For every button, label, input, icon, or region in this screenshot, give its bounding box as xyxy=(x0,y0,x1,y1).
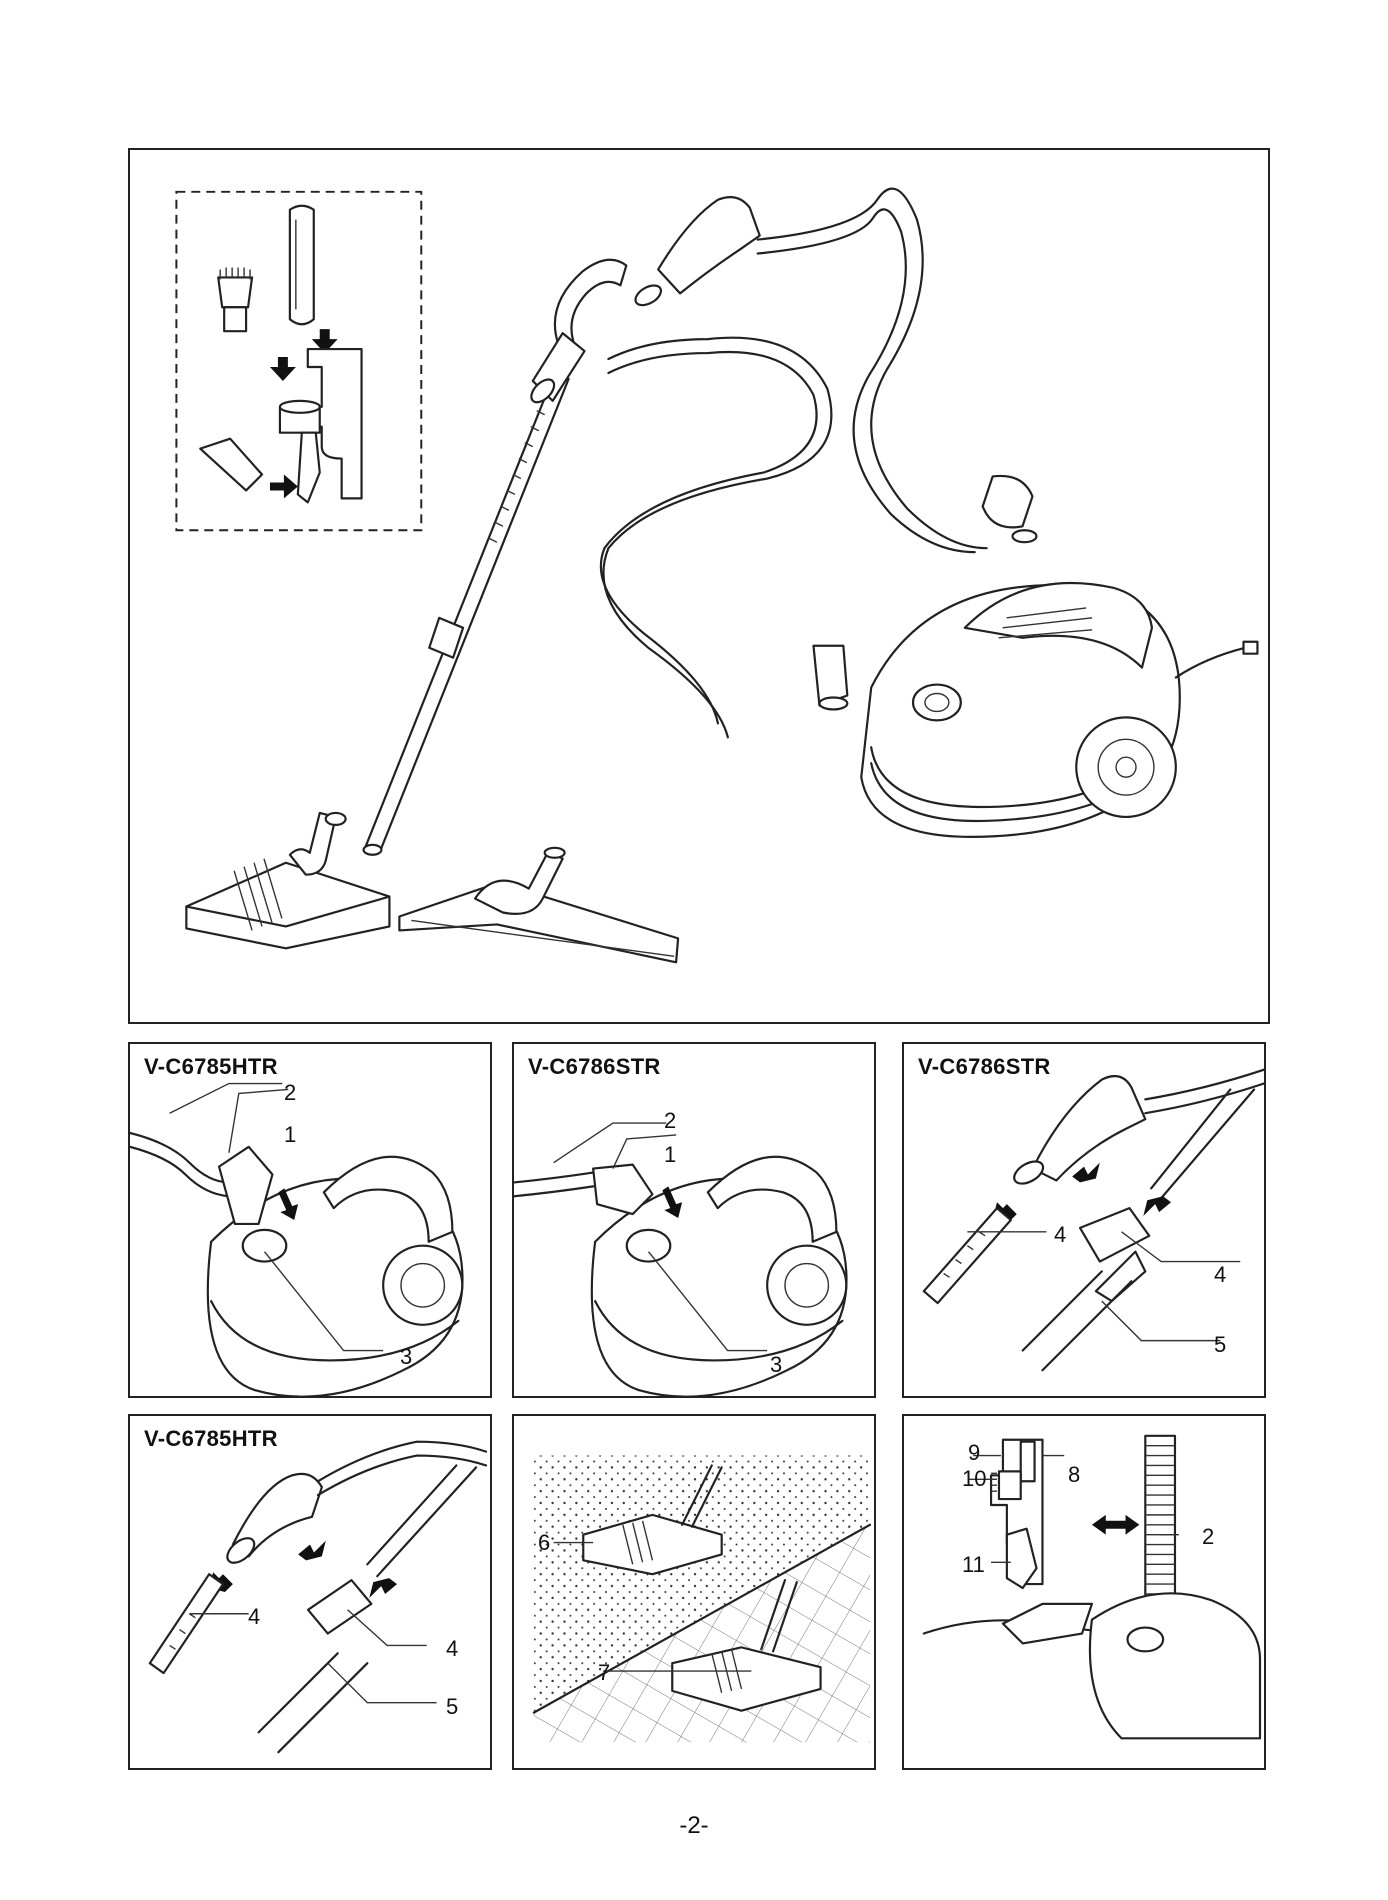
callout-number: 10 xyxy=(962,1468,986,1490)
panel-accessory-holder: 9 10 8 11 2 xyxy=(902,1414,1266,1770)
callout-number: 6 xyxy=(538,1532,550,1554)
accessory-holder-drawing xyxy=(904,1416,1264,1768)
callout-number: 8 xyxy=(1068,1464,1080,1486)
floor-brush-usage-drawing xyxy=(514,1416,874,1768)
vacuum-body xyxy=(861,583,1257,837)
panel-model-label: V-C6786STR xyxy=(918,1054,1051,1080)
page-number: -2- xyxy=(0,1812,1388,1840)
callout-number: 2 xyxy=(664,1110,676,1132)
floor-brush xyxy=(186,813,389,948)
callout-number: 2 xyxy=(284,1082,296,1104)
hose-middle xyxy=(527,260,847,738)
callout-number: 9 xyxy=(968,1442,980,1464)
panel-tube-connect-str: V-C6786STR 4 4 5 xyxy=(902,1042,1266,1398)
parquet-brush xyxy=(399,848,678,962)
callout-number: 4 xyxy=(446,1638,458,1660)
accessories-inset xyxy=(176,192,421,530)
panel-model-label: V-C6786STR xyxy=(528,1054,661,1080)
callout-number: 4 xyxy=(248,1606,260,1628)
main-illustration-panel xyxy=(128,148,1270,1024)
callout-number: 2 xyxy=(1202,1526,1214,1548)
hose-connect-drawing xyxy=(130,1044,490,1396)
telescopic-tube xyxy=(364,373,569,855)
panel-hose-connect-str: V-C6786STR 2 1 3 xyxy=(512,1042,876,1398)
hose-connect-drawing xyxy=(514,1044,874,1396)
callout-number: 3 xyxy=(400,1346,412,1368)
callout-number: 7 xyxy=(598,1662,610,1684)
panel-hose-connect-htr: V-C6785HTR 2 1 3 xyxy=(128,1042,492,1398)
callout-number: 11 xyxy=(962,1554,985,1576)
panel-model-label: V-C6785HTR xyxy=(144,1054,278,1080)
callout-number: 5 xyxy=(1214,1334,1226,1356)
panel-model-label: V-C6785HTR xyxy=(144,1426,278,1452)
callout-number: 4 xyxy=(1214,1264,1226,1286)
vacuum-cleaner-overview-drawing xyxy=(130,150,1268,1022)
tube-connect-drawing xyxy=(904,1044,1264,1396)
panel-tube-connect-htr: V-C6785HTR 4 4 5 xyxy=(128,1414,492,1770)
panel-floor-brush-usage: 6 7 xyxy=(512,1414,876,1770)
callout-number: 1 xyxy=(664,1144,676,1166)
callout-number: 5 xyxy=(446,1696,458,1718)
hose-right xyxy=(632,189,1036,553)
callout-number: 4 xyxy=(1054,1224,1066,1246)
callout-number: 1 xyxy=(284,1124,296,1146)
tube-connect-drawing xyxy=(130,1416,490,1768)
callout-number: 3 xyxy=(770,1354,782,1376)
